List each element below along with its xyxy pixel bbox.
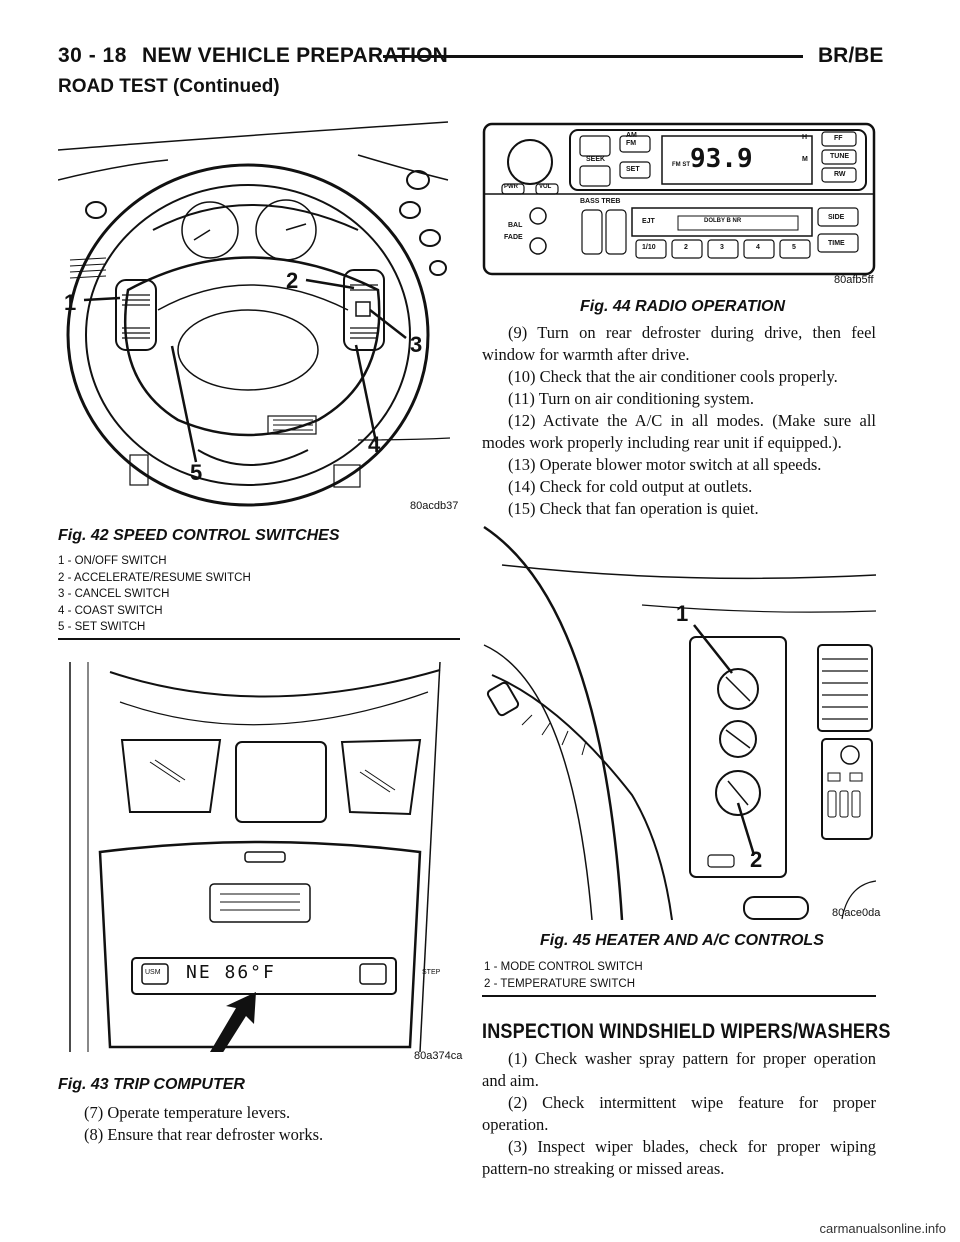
rw-label: RW	[834, 171, 846, 178]
inspection-heading: INSPECTION WINDSHIELD WIPERS/WASHERS	[482, 1020, 891, 1043]
fig45-heater-controls-illustration: 1 2	[482, 525, 876, 920]
callout-1: 1	[676, 601, 689, 626]
callout-2: 2	[286, 268, 299, 293]
fig42-caption: Fig. 42 SPEED CONTROL SWITCHES	[58, 527, 340, 544]
side-label: SIDE	[828, 214, 845, 221]
fig45-rule	[482, 995, 876, 997]
step-8: (8) Ensure that rear defroster works.	[84, 1125, 324, 1144]
legend-item: 2 - TEMPERATURE SWITCH	[484, 977, 635, 990]
vol-label: VOL	[539, 184, 552, 190]
fig43-trip-computer-illustration: USM STEP NE 86°F	[60, 662, 460, 1052]
page-number: 30 - 18	[58, 44, 127, 67]
inspection-step-1: (1) Check washer spray pattern for prope…	[482, 1049, 876, 1090]
legend-item: 2 - ACCELERATE/RESUME SWITCH	[58, 571, 251, 584]
step-12: (12) Activate the A/C in all modes. (Mak…	[482, 411, 876, 452]
step-14: (14) Check for cold output at outlets.	[508, 477, 753, 496]
right-steps: (9) Turn on rear defroster during drive,…	[482, 322, 876, 520]
fig43-caption: Fig. 43 TRIP COMPUTER	[58, 1076, 245, 1093]
fig42-legend: 1 - ON/OFF SWITCH 2 - ACCELERATE/RESUME …	[58, 553, 251, 636]
callout-3: 3	[410, 332, 423, 357]
radio-frequency-display: 93.9	[690, 144, 753, 174]
fig42-speed-control-illustration: 1 2 3 4 5	[58, 120, 460, 512]
pwr-label: PWR	[504, 184, 518, 190]
ejt-label: EJT	[642, 218, 655, 225]
usm-button-label: USM	[145, 969, 161, 976]
preset-1: 1/10	[642, 244, 656, 251]
fig42-code: 80acdb37	[410, 500, 459, 512]
callout-5: 5	[190, 460, 203, 485]
step-10: (10) Check that the air conditioner cool…	[508, 367, 838, 386]
model-code: BR/BE	[818, 44, 884, 67]
preset-2: 2	[684, 244, 688, 251]
inspection-step-2: (2) Check intermittent wipe feature for …	[482, 1093, 876, 1134]
legend-item: 1 - MODE CONTROL SWITCH	[484, 961, 643, 973]
callout-4: 4	[368, 432, 381, 457]
watermark: carmanualsonline.info	[819, 1221, 946, 1236]
dolby-label: DOLBY B NR	[704, 218, 742, 224]
fig45-code: 80ace0da	[832, 907, 881, 919]
step-9: (9) Turn on rear defroster during drive,…	[482, 323, 876, 364]
legend-item: 5 - SET SWITCH	[58, 621, 146, 633]
preset-5: 5	[792, 244, 796, 251]
tune-label: TUNE	[830, 153, 850, 160]
preset-4: 4	[756, 244, 760, 251]
step-button-label: STEP	[422, 969, 441, 976]
fm-label: FM	[626, 140, 637, 147]
bass-treb-label: BASS TREB	[580, 198, 621, 205]
step-11: (11) Turn on air conditioning system.	[508, 389, 754, 408]
fade-label: FADE	[504, 234, 523, 241]
preset-3: 3	[720, 244, 724, 251]
set-label: SET	[626, 166, 640, 173]
fig45-caption: Fig. 45 HEATER AND A/C CONTROLS	[540, 932, 824, 949]
fig44-code: 80afb5ff	[834, 274, 874, 286]
inspection-steps: (1) Check washer spray pattern for prope…	[482, 1048, 876, 1180]
am-label: AM	[626, 132, 637, 139]
left-steps: (7) Operate temperature levers. (8) Ensu…	[58, 1102, 460, 1146]
h-label: H	[802, 134, 808, 141]
fm-st-label: FM ST	[672, 162, 690, 168]
step-7: (7) Operate temperature levers.	[84, 1103, 291, 1122]
bal-label: BAL	[508, 222, 523, 229]
legend-item: 4 - COAST SWITCH	[58, 604, 163, 617]
legend-item: 1 - ON/OFF SWITCH	[58, 555, 167, 567]
trip-display-readout: NE 86°F	[186, 962, 276, 983]
callout-1: 1	[64, 290, 77, 315]
section-title: NEW VEHICLE PREPARATION	[142, 44, 449, 67]
inspection-step-3: (3) Inspect wiper blades, check for prop…	[482, 1137, 876, 1178]
step-13: (13) Operate blower motor switch at all …	[508, 455, 822, 474]
fig42-rule	[58, 638, 460, 640]
legend-item: 3 - CANCEL SWITCH	[58, 588, 170, 600]
time-label: TIME	[828, 240, 845, 247]
step-15: (15) Check that fan operation is quiet.	[508, 499, 759, 518]
fig44-radio-illustration: 93.9 SEEK AM FM SET PWR VOL BASS TREB BA…	[482, 122, 876, 282]
fig43-code: 80a374ca	[414, 1050, 463, 1062]
page-subheading: ROAD TEST (Continued)	[58, 76, 280, 97]
ff-label: FF	[834, 135, 843, 142]
fig44-caption: Fig. 44 RADIO OPERATION	[580, 298, 786, 315]
seek-label: SEEK	[586, 156, 606, 163]
m-label: M	[802, 156, 808, 163]
callout-2: 2	[750, 847, 763, 872]
fig45-legend: 1 - MODE CONTROL SWITCH 2 - TEMPERATURE …	[484, 959, 643, 992]
header-rule	[383, 55, 803, 58]
